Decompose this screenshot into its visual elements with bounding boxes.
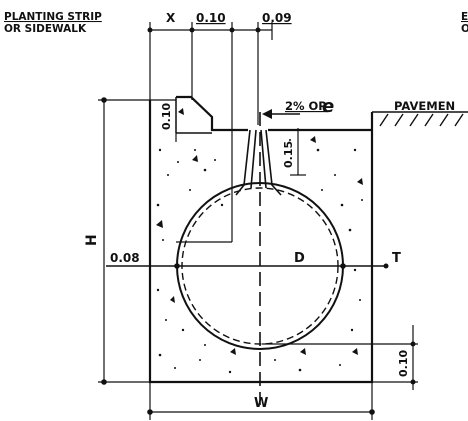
planting-strip-label: PLANTING STRIP xyxy=(4,11,102,23)
slope-e-label: e xyxy=(322,96,334,117)
height-dimension xyxy=(98,99,176,383)
dimension-010-bottom-label: 0.10 xyxy=(397,350,410,377)
diameter-line xyxy=(106,263,389,269)
width-label: W xyxy=(254,396,268,411)
bottom-cover-dimension xyxy=(262,325,418,390)
planting-reference-line xyxy=(176,125,233,243)
dimension-tick xyxy=(189,27,195,33)
dimension-010-top-label: 0.10 xyxy=(196,11,226,25)
dimension-008-label: 0.08 xyxy=(110,251,140,265)
slope-label: 2% OR xyxy=(285,99,327,113)
dimension-tick xyxy=(101,97,107,103)
dimension-x-label: X xyxy=(166,11,176,25)
concrete-aggregate-stipple xyxy=(156,108,363,374)
sidewalk-label: OR SIDEWALK xyxy=(4,23,87,35)
edge-partial-label-1: E xyxy=(461,11,468,23)
diameter-label: D xyxy=(294,251,305,266)
thickness-label: T xyxy=(392,251,401,266)
dimension-009-label: 0.09 xyxy=(262,11,292,25)
dimension-015-label: 0.15 xyxy=(282,141,295,168)
dimension-tick xyxy=(147,27,153,33)
dimension-tick xyxy=(410,341,416,347)
curb-step xyxy=(175,97,212,134)
dimension-010-left-label: 0.10 xyxy=(160,103,173,130)
height-label: H xyxy=(84,234,100,246)
concrete-encasement-outline xyxy=(148,95,374,384)
edge-partial-label-2: O xyxy=(461,23,468,35)
dimension-tick xyxy=(101,379,107,385)
slope-arrow xyxy=(262,109,300,119)
pavement-label: PAVEMEN xyxy=(394,99,455,113)
dimension-tick xyxy=(229,27,235,33)
pavement-surface xyxy=(372,111,468,127)
dimension-tick xyxy=(255,27,261,33)
slot-depth-dimension xyxy=(290,128,306,176)
dimension-tick xyxy=(369,409,375,415)
dimension-tick xyxy=(147,409,153,415)
dimension-tick xyxy=(410,379,416,385)
top-dimension-chain xyxy=(149,22,273,125)
